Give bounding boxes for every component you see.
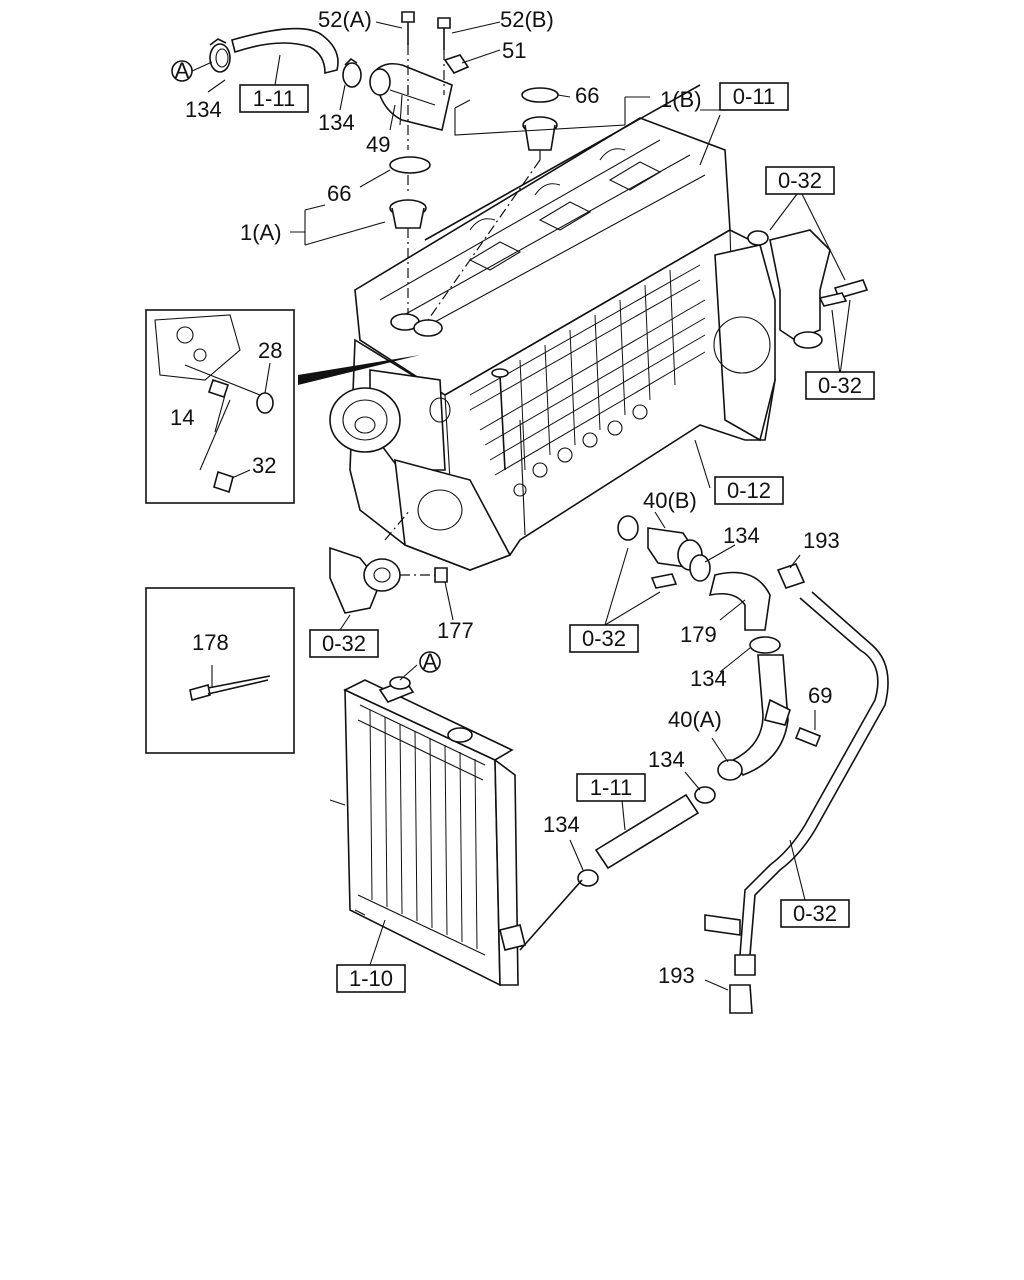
engine-mount-bracket <box>329 509 448 614</box>
engine-block <box>329 84 776 571</box>
hose-clamp-134-top <box>342 57 362 88</box>
callout-179: 179 <box>680 622 717 647</box>
gasket-66-mid <box>389 156 431 174</box>
hose-clamp-134-mid <box>749 636 781 654</box>
callout-1b: 1(B) <box>660 87 702 112</box>
callout-69: 69 <box>808 683 832 708</box>
bypass-pipe <box>704 563 889 1014</box>
ref-box-0-32-left: 0-32 <box>309 629 379 658</box>
leader-lines <box>189 21 851 991</box>
ref-box-0-32-bottom-right: 0-32 <box>780 899 850 928</box>
callout-134-mid: 134 <box>690 666 727 691</box>
svg-text:A: A <box>423 649 438 674</box>
bolt-69 <box>794 726 822 748</box>
ref-box-0-32-top-right: 0-32 <box>765 166 835 195</box>
svg-text:0-11: 0-11 <box>733 84 775 109</box>
svg-text:0-12: 0-12 <box>727 478 771 503</box>
lower-radiator-hose <box>594 793 700 870</box>
hose-clamp-134-lower <box>694 786 716 804</box>
callout-49: 49 <box>366 132 390 157</box>
upper-radiator-hose <box>231 27 339 75</box>
callout-1a: 1(A) <box>240 220 282 245</box>
callout-28: 28 <box>258 338 282 363</box>
svg-text:1-11: 1-11 <box>253 86 295 111</box>
callout-134-bottom: 134 <box>543 812 580 837</box>
svg-text:0-32: 0-32 <box>818 373 862 398</box>
connection-marker-a-top: A <box>171 58 193 83</box>
svg-text:0-32: 0-32 <box>793 901 837 926</box>
inset-drain-plug <box>145 309 295 504</box>
radiator <box>329 676 526 987</box>
water-outlet-fitting <box>747 229 869 349</box>
callout-52b: 52(B) <box>500 7 554 32</box>
callout-134-top: 134 <box>318 110 355 135</box>
callout-66-top: 66 <box>575 83 599 108</box>
callout-134-top-left: 134 <box>185 97 222 122</box>
svg-text:1-10: 1-10 <box>349 966 393 991</box>
callout-193-top: 193 <box>803 528 840 553</box>
svg-text:0-32: 0-32 <box>582 626 626 651</box>
thermostat-1b <box>427 116 558 321</box>
ref-box-0-32-center: 0-32 <box>569 624 639 653</box>
callout-52a: 52(A) <box>318 7 372 32</box>
inset-pointer <box>298 355 420 385</box>
hose-clamp-134-40b <box>689 554 711 582</box>
callout-178: 178 <box>192 630 229 655</box>
hose-clamp-134-top-left <box>209 38 231 73</box>
hose-clamp-134-bottom <box>577 869 599 887</box>
callout-134-40b: 134 <box>723 523 760 548</box>
sensor-51 <box>443 54 470 74</box>
svg-text:0-32: 0-32 <box>322 631 366 656</box>
connection-marker-a-radiator: A <box>419 649 441 674</box>
inset-cable-tie <box>145 587 295 754</box>
callout-51: 51 <box>502 38 526 63</box>
callout-177: 177 <box>437 618 474 643</box>
svg-text:A: A <box>175 58 190 83</box>
water-pipe-40a <box>717 654 791 781</box>
thermostat-1a <box>389 175 427 315</box>
gasket-66-top <box>521 87 559 103</box>
callout-32: 32 <box>252 453 276 478</box>
callout-40b: 40(B) <box>643 488 697 513</box>
callout-14: 14 <box>170 405 194 430</box>
ref-box-0-32-right: 0-32 <box>805 371 875 400</box>
ref-box-1-11-top: 1-11 <box>239 84 309 113</box>
ref-box-0-12: 0-12 <box>714 476 784 505</box>
svg-text:0-32: 0-32 <box>778 168 822 193</box>
ref-box-1-11-mid: 1-11 <box>576 773 646 802</box>
callout-66-mid: 66 <box>327 181 351 206</box>
callout-134-lower: 134 <box>648 747 685 772</box>
hose-179 <box>708 571 771 631</box>
svg-text:1-11: 1-11 <box>590 775 632 800</box>
callout-193-bottom: 193 <box>658 963 695 988</box>
ref-box-1-10: 1-10 <box>336 964 406 993</box>
ref-box-0-11: 0-11 <box>719 82 789 111</box>
callout-40a: 40(A) <box>668 707 722 732</box>
o-ring-40b <box>617 515 639 541</box>
bolt-52b <box>437 17 451 95</box>
thermostat-housing-49 <box>369 62 453 131</box>
